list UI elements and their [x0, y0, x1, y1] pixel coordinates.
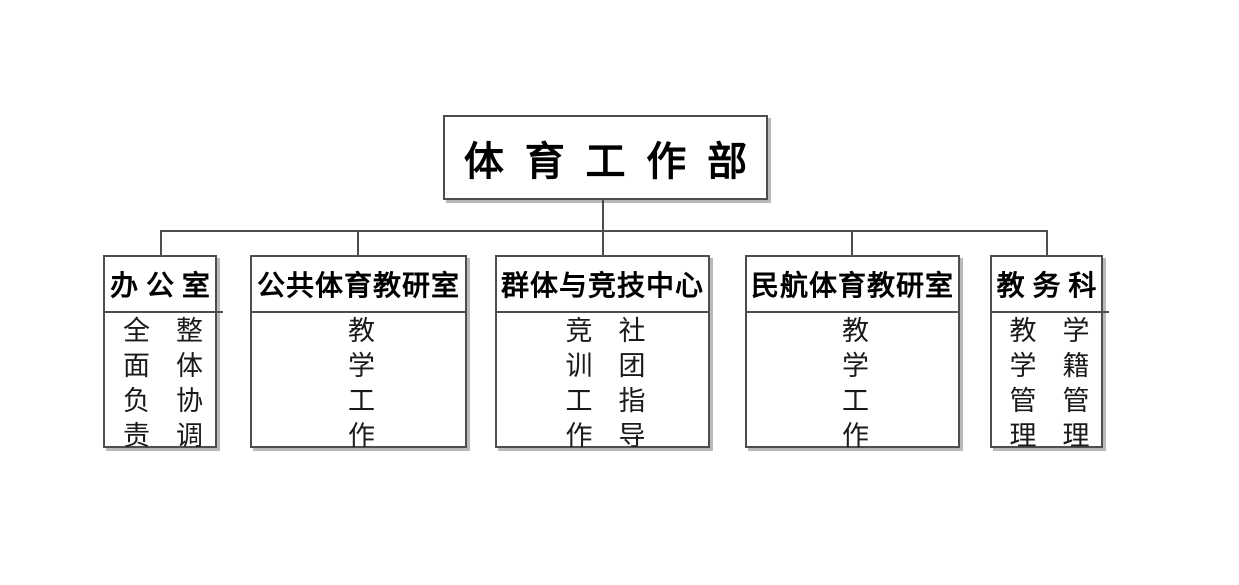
dept-box-civil-aviation-pe-teaching-office: 民航体育教研室 教学工作	[745, 255, 960, 456]
duty-column-overall-coordination: 整体协调	[172, 316, 202, 456]
duty-column-club-guidance: 社团指导	[614, 316, 645, 456]
dept-header-mass-sports: 群体与竞技中心	[497, 257, 708, 313]
dept-header-academic-affairs: 教务科	[992, 257, 1109, 313]
connector-drop-civil-aviation	[851, 230, 853, 256]
duty-column-competition-training: 竞训工作	[561, 316, 592, 456]
root-title-label: 体育工作部	[463, 139, 768, 184]
duty-column-teaching-management: 教学管理	[1005, 316, 1036, 456]
connector-stem-root	[602, 198, 604, 256]
dept-header-civil-aviation: 民航体育教研室	[747, 257, 958, 313]
connector-horizontal-rail	[160, 230, 1048, 232]
connector-drop-office	[160, 230, 162, 256]
root-box-sports-work-department: 体育工作部	[443, 115, 768, 200]
dept-header-office: 办公室	[105, 257, 223, 313]
dept-duties-office: 全面负责 整体协调	[105, 313, 215, 456]
dept-box-office: 办公室 全面负责 整体协调	[103, 255, 223, 456]
connector-drop-academic-affairs	[1046, 230, 1048, 256]
dept-duties-public-pe: 教学工作	[252, 313, 465, 456]
dept-box-public-pe-teaching-office: 公共体育教研室 教学工作	[250, 255, 467, 456]
duty-column-overall-responsibility: 全面负责	[119, 316, 149, 456]
dept-duties-mass-sports: 竞训工作 社团指导	[497, 313, 708, 456]
dept-duties-academic-affairs: 教学管理 学籍管理	[992, 313, 1101, 456]
duty-column-student-records-management: 学籍管理	[1058, 316, 1089, 456]
duty-column-teaching-work: 教学工作	[838, 316, 868, 456]
dept-box-academic-affairs-section: 教务科 教学管理 学籍管理	[990, 255, 1109, 456]
duty-column-teaching-work: 教学工作	[344, 316, 374, 456]
connector-drop-public-pe	[357, 230, 359, 256]
dept-box-mass-sports-competition-center: 群体与竞技中心 竞训工作 社团指导	[495, 255, 710, 456]
dept-header-public-pe: 公共体育教研室	[252, 257, 465, 313]
dept-duties-civil-aviation: 教学工作	[747, 313, 958, 456]
